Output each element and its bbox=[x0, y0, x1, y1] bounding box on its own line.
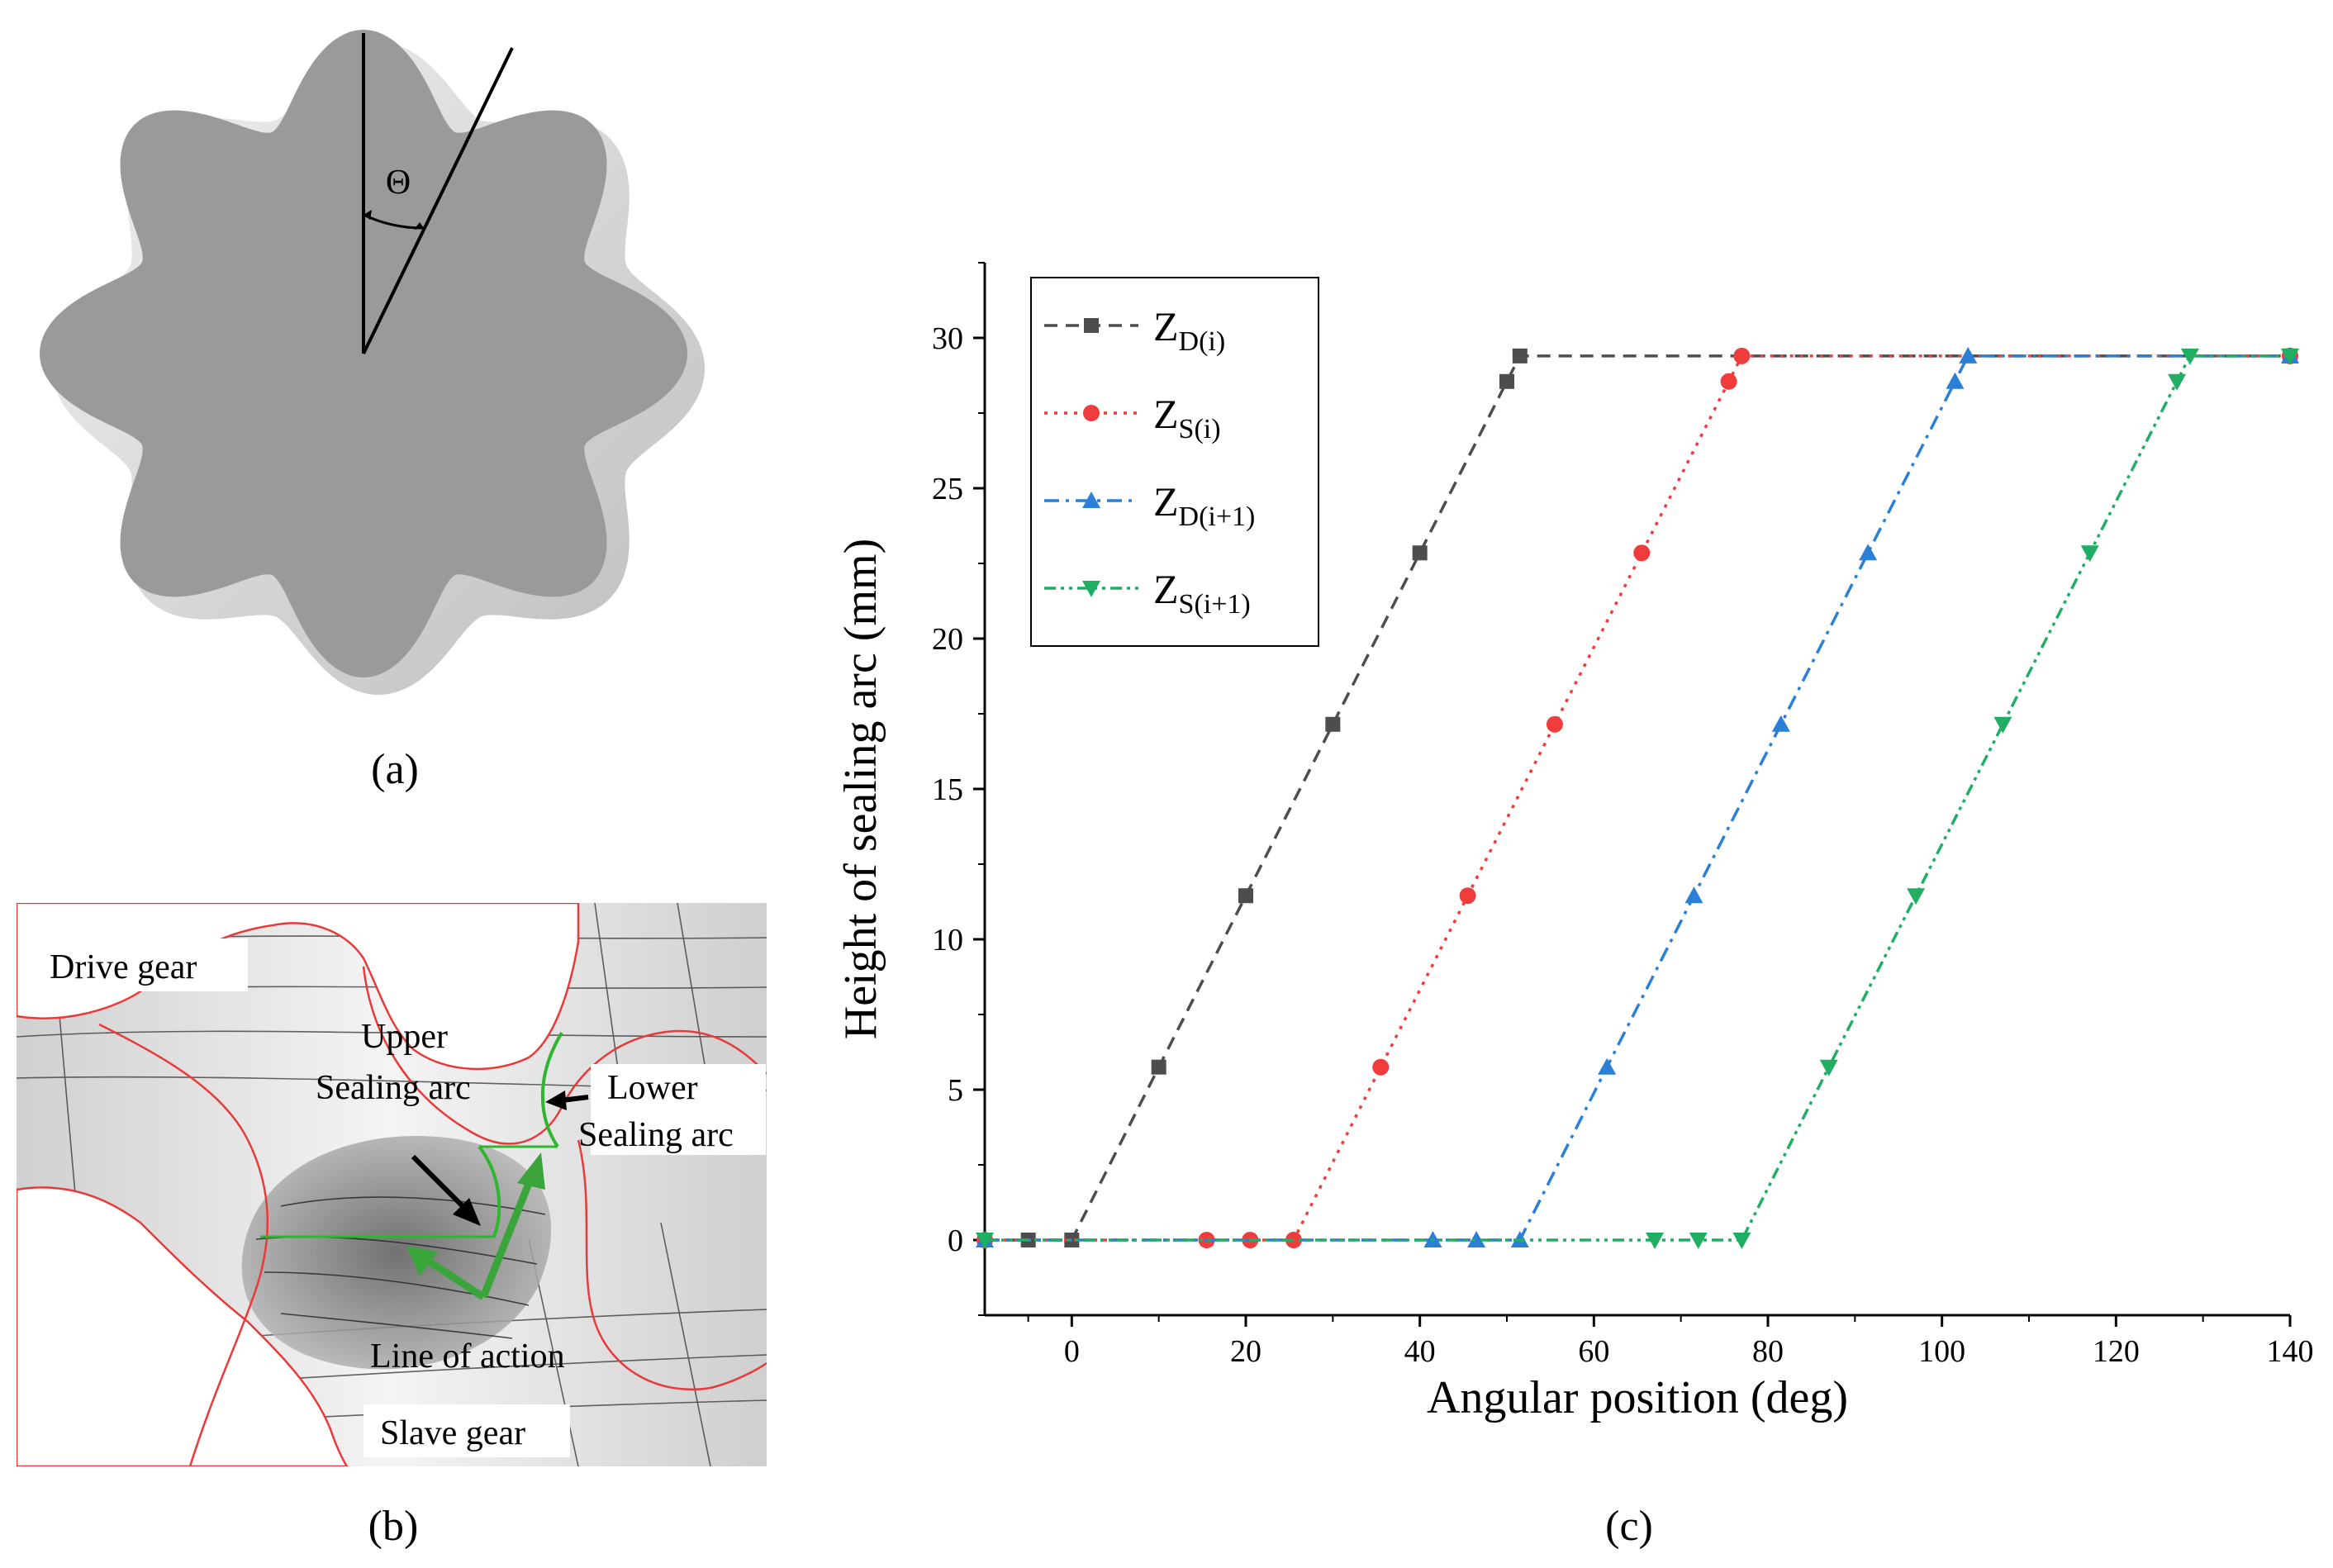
lower-sealing-arc bbox=[540, 1031, 563, 1148]
mesh-pocket bbox=[241, 1135, 552, 1370]
triangle-down-marker bbox=[976, 1233, 994, 1249]
legend-box bbox=[1030, 277, 1319, 647]
square-marker bbox=[1084, 318, 1099, 333]
line-of-action-label: Line of action bbox=[370, 1338, 565, 1376]
triangle-up-marker bbox=[1684, 886, 1703, 904]
legend-item: ZD(i+1) bbox=[1044, 478, 1255, 532]
x-tick-label: 80 bbox=[1752, 1334, 1784, 1369]
square-marker bbox=[1499, 373, 1514, 389]
angle-symbol: Θ bbox=[386, 164, 411, 202]
triangle-down-marker bbox=[1082, 581, 1100, 597]
triangle-down-marker bbox=[2281, 348, 2299, 365]
mesh-tooth-outline-2 bbox=[362, 966, 767, 1145]
panel-c-label: (c) bbox=[1605, 1503, 1653, 1550]
x-tick-label: 120 bbox=[2093, 1334, 2140, 1369]
triangle-up-marker bbox=[1082, 492, 1100, 508]
lower-sealing-arc-label-line2: Sealing arc bbox=[578, 1116, 734, 1154]
circle-marker bbox=[1083, 405, 1100, 421]
triangle-up-marker bbox=[1598, 1057, 1617, 1075]
y-tick-label: 15 bbox=[932, 772, 963, 807]
mesh-tooth-outline bbox=[98, 1023, 269, 1466]
upper-sealing-arc-label-line2: Sealing arc bbox=[316, 1069, 471, 1107]
angle-arrowhead-right bbox=[414, 222, 424, 230]
triangle-up-marker bbox=[1859, 544, 1878, 561]
triangle-down-marker bbox=[1646, 1233, 1665, 1249]
y-tick-label: 20 bbox=[932, 622, 963, 657]
rotated-reference-line bbox=[362, 47, 514, 354]
square-marker bbox=[1325, 716, 1341, 732]
legend-label: ZD(i+1) bbox=[1153, 478, 1255, 532]
slave-gear-label-box bbox=[363, 1404, 570, 1457]
y-tick-label: 25 bbox=[932, 472, 963, 506]
drive-gear-label-box bbox=[35, 938, 248, 991]
drive-gear-label: Drive gear bbox=[50, 948, 197, 986]
y-tick-label: 0 bbox=[948, 1224, 963, 1258]
line-of-action-arrows bbox=[406, 1152, 545, 1300]
x-axis-title: Angular position (deg) bbox=[1427, 1372, 1848, 1423]
legend-item: ZS(i+1) bbox=[1044, 566, 1251, 620]
slave-gear-tooth-space bbox=[17, 1186, 349, 1466]
legend-label: ZS(i+1) bbox=[1153, 566, 1251, 620]
x-tick-label: 20 bbox=[1230, 1334, 1262, 1369]
chart-series bbox=[976, 346, 2299, 1249]
triangle-up-marker bbox=[1946, 372, 1965, 389]
square-marker bbox=[1238, 888, 1253, 904]
circle-marker bbox=[1633, 544, 1651, 562]
lower-sealing-arc-label-line1: Lower bbox=[607, 1069, 698, 1107]
y-tick-label: 30 bbox=[932, 321, 963, 356]
square-marker bbox=[1412, 545, 1428, 561]
x-tick-label: 100 bbox=[1918, 1334, 1965, 1369]
square-marker bbox=[1512, 348, 1528, 363]
circle-marker bbox=[1372, 1058, 1390, 1076]
y-axis-title: Height of sealing arc (mm) bbox=[835, 539, 886, 1039]
x-tick-label: 0 bbox=[1064, 1334, 1080, 1369]
circle-marker bbox=[1720, 373, 1737, 390]
triangle-down-marker bbox=[2180, 348, 2199, 365]
lower-sealing-arc-label-box bbox=[591, 1064, 766, 1155]
callout-arrow-upper bbox=[411, 1154, 481, 1226]
gear-mesh-figure: Drive gear Slave gear Upper Sealing arc … bbox=[17, 903, 767, 1466]
panel-b-label: (b) bbox=[368, 1503, 419, 1550]
circle-marker bbox=[1546, 715, 1563, 733]
legend-item: ZS(i) bbox=[1044, 391, 1221, 444]
triangle-down-marker bbox=[1732, 1233, 1751, 1249]
circle-marker bbox=[1459, 887, 1476, 905]
circle-marker bbox=[1733, 347, 1751, 364]
slave-gear-label: Slave gear bbox=[380, 1414, 525, 1452]
square-marker bbox=[1151, 1059, 1166, 1075]
series-3 bbox=[976, 348, 2299, 1249]
triangle-down-marker bbox=[1689, 1233, 1708, 1249]
legend-item: ZD(i) bbox=[1044, 303, 1225, 357]
gear-cross-section-figure: Θ bbox=[40, 30, 705, 695]
upper-sealing-arc bbox=[478, 1145, 501, 1238]
y-tick-label: 10 bbox=[932, 923, 963, 957]
triangle-down-marker bbox=[2080, 545, 2099, 563]
chart-legend: ZD(i) ZS(i) ZD(i+1) ZS(i+1) bbox=[1030, 277, 1319, 647]
mesh-tooth-outline-3 bbox=[577, 1139, 767, 1391]
triangle-up-marker bbox=[1771, 715, 1790, 732]
x-tick-label: 60 bbox=[1578, 1334, 1609, 1369]
x-tick-label: 40 bbox=[1404, 1334, 1436, 1369]
panel-a-label: (a) bbox=[371, 746, 419, 793]
triangle-up-marker bbox=[1467, 1231, 1486, 1247]
y-tick-label: 5 bbox=[948, 1073, 963, 1108]
triangle-up-marker bbox=[1959, 346, 1978, 363]
upper-sealing-arc-label-line1: Upper bbox=[361, 1018, 448, 1056]
legend-label: ZD(i) bbox=[1153, 303, 1225, 357]
chart-axes: 0 20 40 60 80 100 120 140 0 5 10 15 20 25 30 bbox=[932, 262, 2314, 1369]
x-tick-label: 140 bbox=[2267, 1334, 2314, 1369]
triangle-down-marker bbox=[1819, 1059, 1838, 1076]
triangle-down-marker bbox=[1907, 888, 1926, 905]
angle-arrowhead-left bbox=[363, 210, 372, 220]
triangle-down-marker bbox=[2168, 373, 2187, 391]
mesh-view bbox=[17, 903, 767, 1466]
legend-label: ZS(i) bbox=[1153, 391, 1221, 444]
triangle-down-marker bbox=[1993, 716, 2012, 734]
callout-arrow-lower bbox=[545, 1090, 589, 1110]
